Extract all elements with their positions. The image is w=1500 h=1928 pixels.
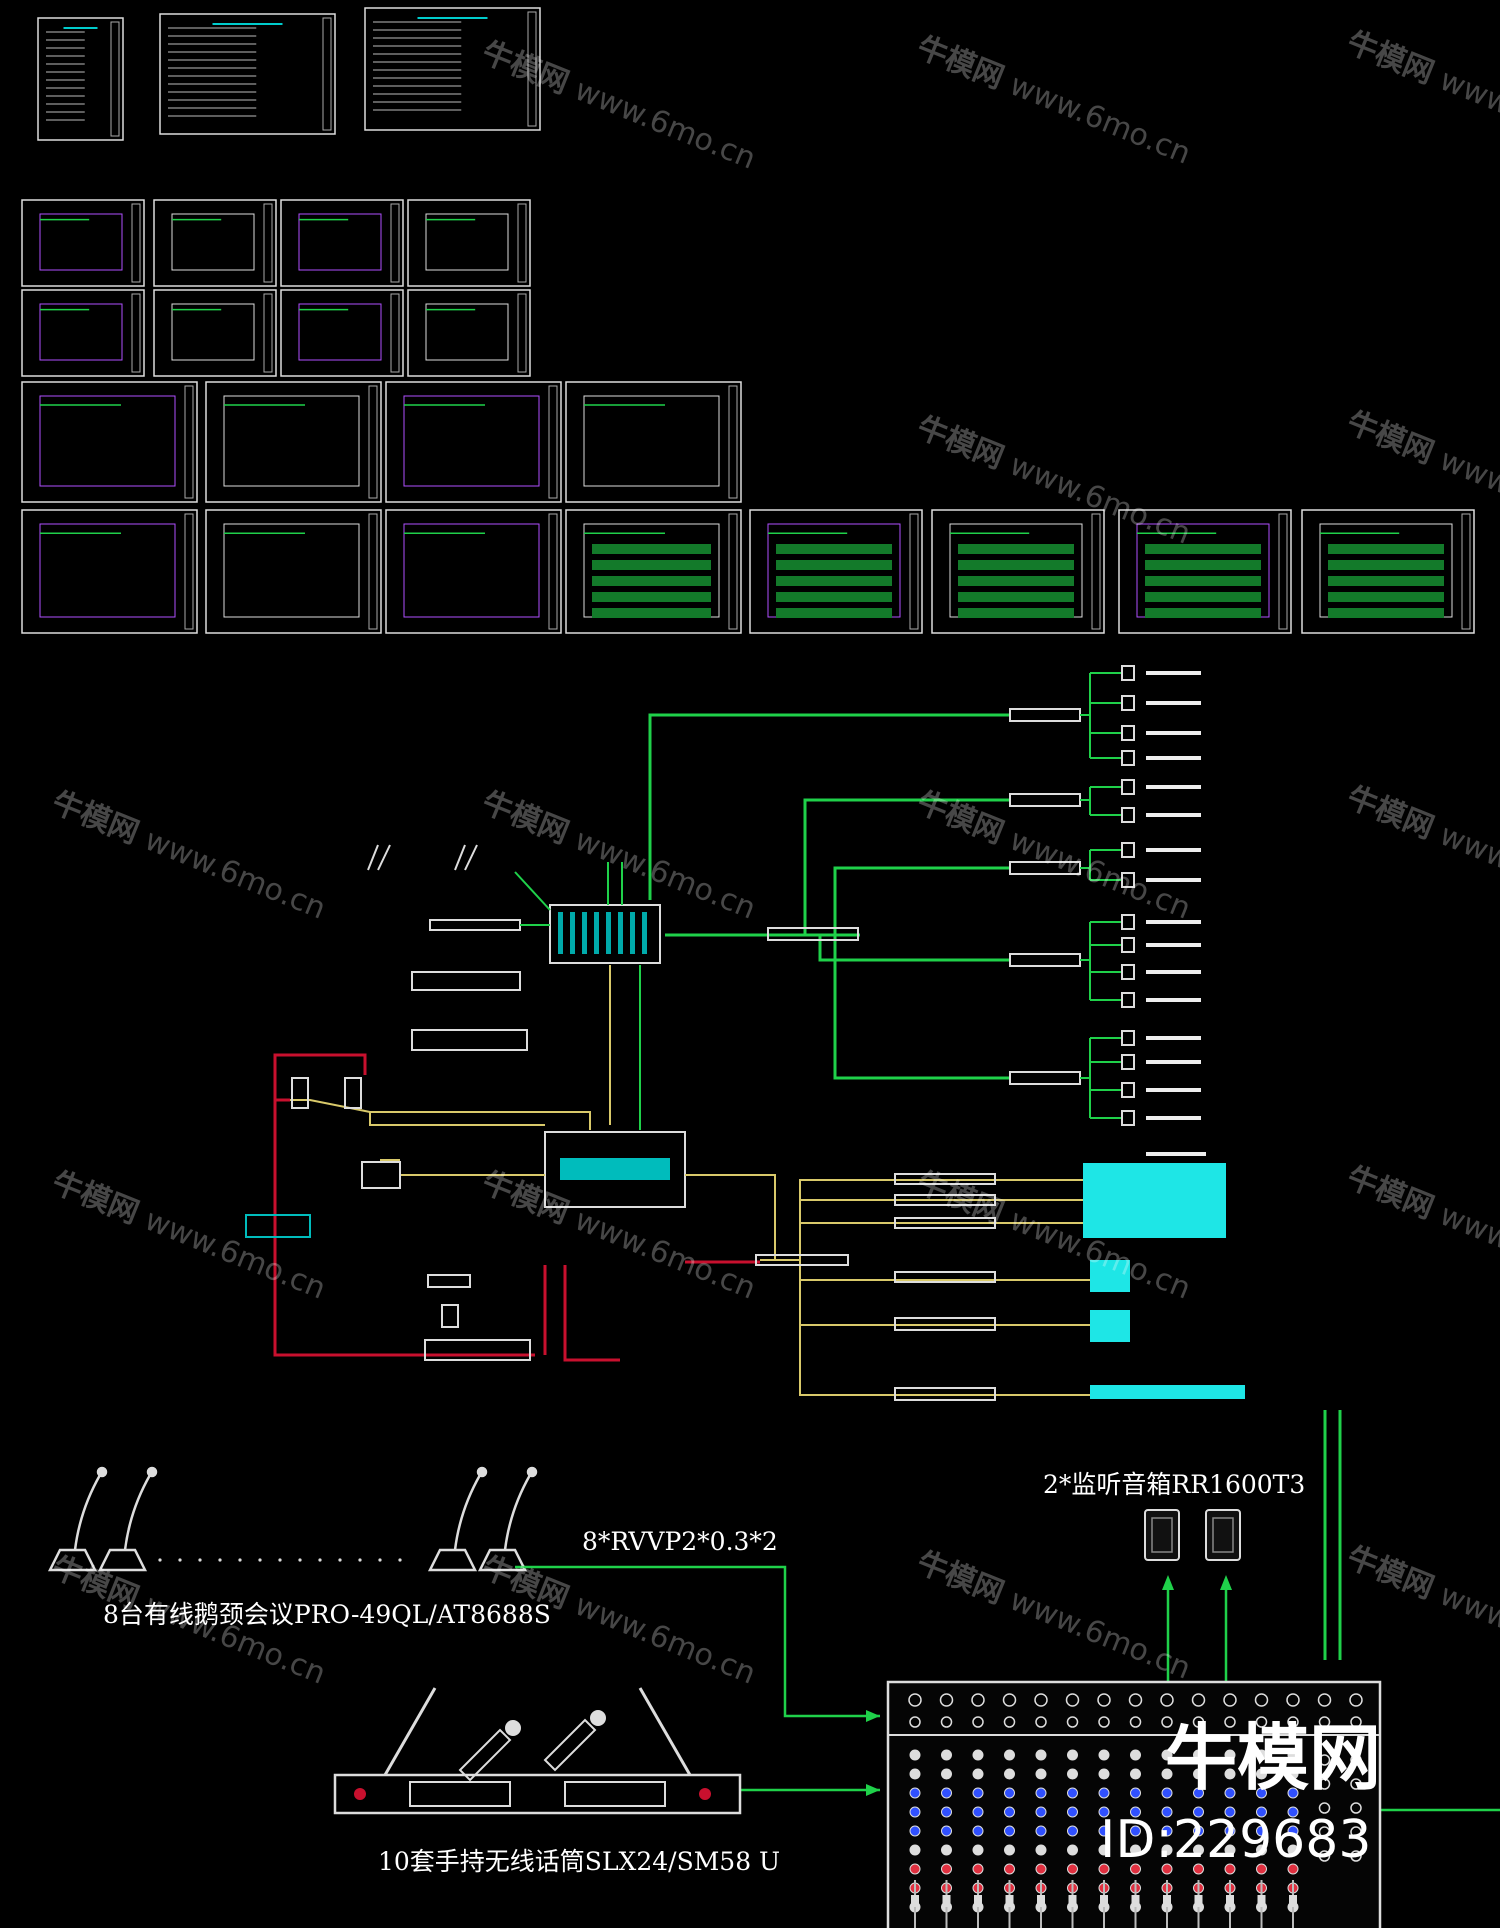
- speaker-symbol: [1121, 842, 1135, 858]
- mixer-channel-strip: [1286, 1693, 1300, 1928]
- mixer-channel-strip: [1317, 1693, 1332, 1862]
- drawing-sheet-thumbnail: [153, 199, 277, 287]
- drawing-sheet-thumbnail: [205, 381, 382, 503]
- speaker-symbol: [1121, 725, 1135, 741]
- mixer-channel-strip: [1223, 1693, 1237, 1928]
- drawing-sheet-thumbnail: [565, 509, 742, 634]
- drawing-sheet-thumbnail: [407, 289, 531, 377]
- speaker-symbol: [1121, 695, 1135, 711]
- speaker-symbol: [1121, 992, 1135, 1008]
- drawing-sheet-thumbnail: [280, 199, 404, 287]
- mixer-channel-strip: [971, 1693, 985, 1928]
- gooseneck-mic-symbol: [97, 1466, 158, 1572]
- mixer-channel-strip: [1349, 1693, 1363, 1862]
- mixer-channel-strip: [908, 1693, 922, 1928]
- speaker-symbol: [1121, 914, 1135, 930]
- drawing-sheet-thumbnail: [565, 381, 742, 503]
- speaker-symbol: [1121, 1030, 1135, 1046]
- drawing-sheet-thumbnail: [364, 7, 541, 131]
- mixer-channel-strip: [1128, 1693, 1143, 1928]
- speaker-symbol: [1121, 1054, 1135, 1070]
- av-system-schematic: [245, 665, 1342, 1660]
- wireless-mics-label: 10套手持无线话筒SLX24/SM58 U: [378, 1847, 780, 1876]
- drawing-sheet-thumbnail: [749, 509, 923, 634]
- drawing-sheet-thumbnail: [385, 509, 562, 634]
- drawing-sheet-thumbnail: [21, 509, 198, 634]
- speaker-symbol: [1121, 872, 1135, 888]
- speaker-symbol: [1121, 779, 1135, 795]
- drawing-sheet-thumbnail: [407, 199, 531, 287]
- mixer-channel-strip: [1065, 1693, 1080, 1928]
- speaker-symbol: [1121, 937, 1135, 953]
- mixer-channel-strip: [1160, 1693, 1174, 1928]
- drawing-sheet-thumbnail: [931, 509, 1105, 634]
- mixer-channel-strip: [1002, 1693, 1017, 1928]
- speaker-symbol: [1121, 750, 1135, 766]
- gooseneck-mic-symbol: [477, 1466, 538, 1572]
- corner-logo-brand: 牛模网: [1165, 1716, 1381, 1800]
- drawing-sheet-thumbnail: [280, 289, 404, 377]
- drawing-sheet-thumbnail: [37, 17, 124, 141]
- mixer-detail-diagram: [47, 1466, 1500, 1928]
- cable-spec-label: 8*RVVP2*0.3*2: [582, 1527, 778, 1556]
- speaker-symbol: [1121, 807, 1135, 823]
- mixer-channel-strip: [1097, 1693, 1111, 1928]
- drawing-sheet-thumbnail: [21, 381, 198, 503]
- mixer-channel-strip: [1191, 1693, 1206, 1928]
- speaker-symbol: [1121, 1110, 1135, 1126]
- mixer-channel-strip: [1254, 1693, 1269, 1928]
- drawing-sheet-thumbnail: [153, 289, 277, 377]
- corner-logo-id: ID:229683: [1100, 1810, 1371, 1870]
- mixer-channel-strip: [939, 1693, 954, 1928]
- mixer-channel-strip: [1034, 1693, 1048, 1928]
- monitor-speakers-label: 2*监听音箱RR1600T3: [1043, 1470, 1305, 1499]
- drawing-sheet-thumbnail: [159, 13, 336, 135]
- drawing-sheet-thumbnail: [1301, 509, 1475, 634]
- mixer-console: [908, 1693, 1363, 1928]
- gooseneck-mics-label: 8台有线鹅颈会议PRO-49QL/AT8688S: [103, 1600, 551, 1629]
- drawing-sheet-thumbnail: [1118, 509, 1292, 634]
- drawing-sheet-thumbnail: [21, 289, 145, 377]
- drawing-sheet-thumbnail: [205, 509, 382, 634]
- gooseneck-mic-symbol: [47, 1466, 108, 1572]
- speaker-symbol: [1121, 1082, 1135, 1098]
- gooseneck-mic-symbol: [427, 1466, 488, 1572]
- speaker-symbol: [1121, 665, 1135, 681]
- drawing-sheet-thumbnails: [21, 7, 1475, 634]
- drawing-sheet-thumbnail: [385, 381, 562, 503]
- speaker-symbol: [1121, 964, 1135, 980]
- drawing-sheet-thumbnail: [21, 199, 145, 287]
